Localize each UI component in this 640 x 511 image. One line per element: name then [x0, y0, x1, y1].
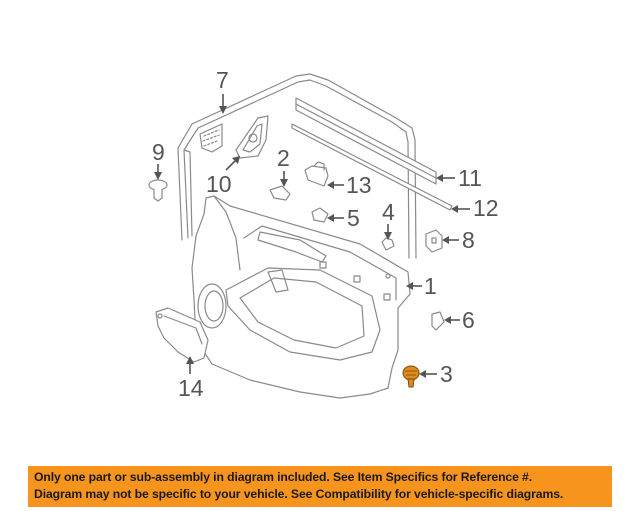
svg-text:14: 14 [178, 375, 204, 401]
disclaimer-banner: Only one part or sub-assembly in diagram… [28, 466, 612, 507]
callout-6: 6 [444, 307, 475, 333]
part-9-push-pin [148, 179, 168, 202]
callout-12: 12 [451, 195, 499, 221]
callout-1: 1 [406, 273, 437, 299]
part-14-pull-handle [155, 307, 209, 363]
callout-9: 9 [152, 139, 165, 180]
callout-11: 11 [436, 165, 482, 191]
callout-2: 2 [277, 145, 290, 187]
svg-text:8: 8 [462, 227, 475, 253]
part-2-clip [269, 185, 291, 201]
callout-8: 8 [442, 227, 475, 253]
callout-3: 3 [419, 361, 453, 387]
svg-text:1: 1 [424, 273, 437, 299]
part-5-cap [311, 207, 329, 223]
part-7-upper-trim [177, 73, 417, 259]
callout-13: 13 [327, 172, 372, 198]
part-13-switch-housing [304, 161, 329, 187]
part-6-clip [431, 311, 445, 331]
svg-text:3: 3 [440, 361, 453, 387]
part-1-door-trim-panel [191, 195, 411, 399]
svg-text:9: 9 [152, 139, 165, 165]
svg-text:11: 11 [458, 165, 482, 191]
svg-text:6: 6 [462, 307, 475, 333]
svg-text:10: 10 [206, 171, 232, 197]
part-4-grommet [381, 237, 395, 251]
svg-text:2: 2 [277, 145, 290, 171]
callout-14: 14 [178, 356, 204, 401]
disclaimer-line-2: Diagram may not be specific to your vehi… [34, 487, 564, 501]
callout-5: 5 [327, 205, 360, 231]
disclaimer-line-1: Only one part or sub-assembly in diagram… [34, 470, 533, 484]
part-3-retainer-clip-highlighted [402, 365, 420, 388]
svg-text:13: 13 [346, 172, 372, 198]
part-12-inner-weatherstrip [291, 123, 453, 211]
callout-7: 7 [216, 67, 229, 114]
svg-text:4: 4 [382, 199, 395, 225]
part-10-speaker-grille [235, 115, 269, 159]
part-11-belt-weatherstrip [295, 97, 437, 185]
svg-text:5: 5 [347, 205, 360, 231]
part-8-bracket [425, 229, 443, 253]
callout-4: 4 [382, 199, 395, 240]
callout-10: 10 [206, 156, 240, 197]
svg-text:12: 12 [473, 195, 499, 221]
svg-text:7: 7 [216, 67, 229, 93]
